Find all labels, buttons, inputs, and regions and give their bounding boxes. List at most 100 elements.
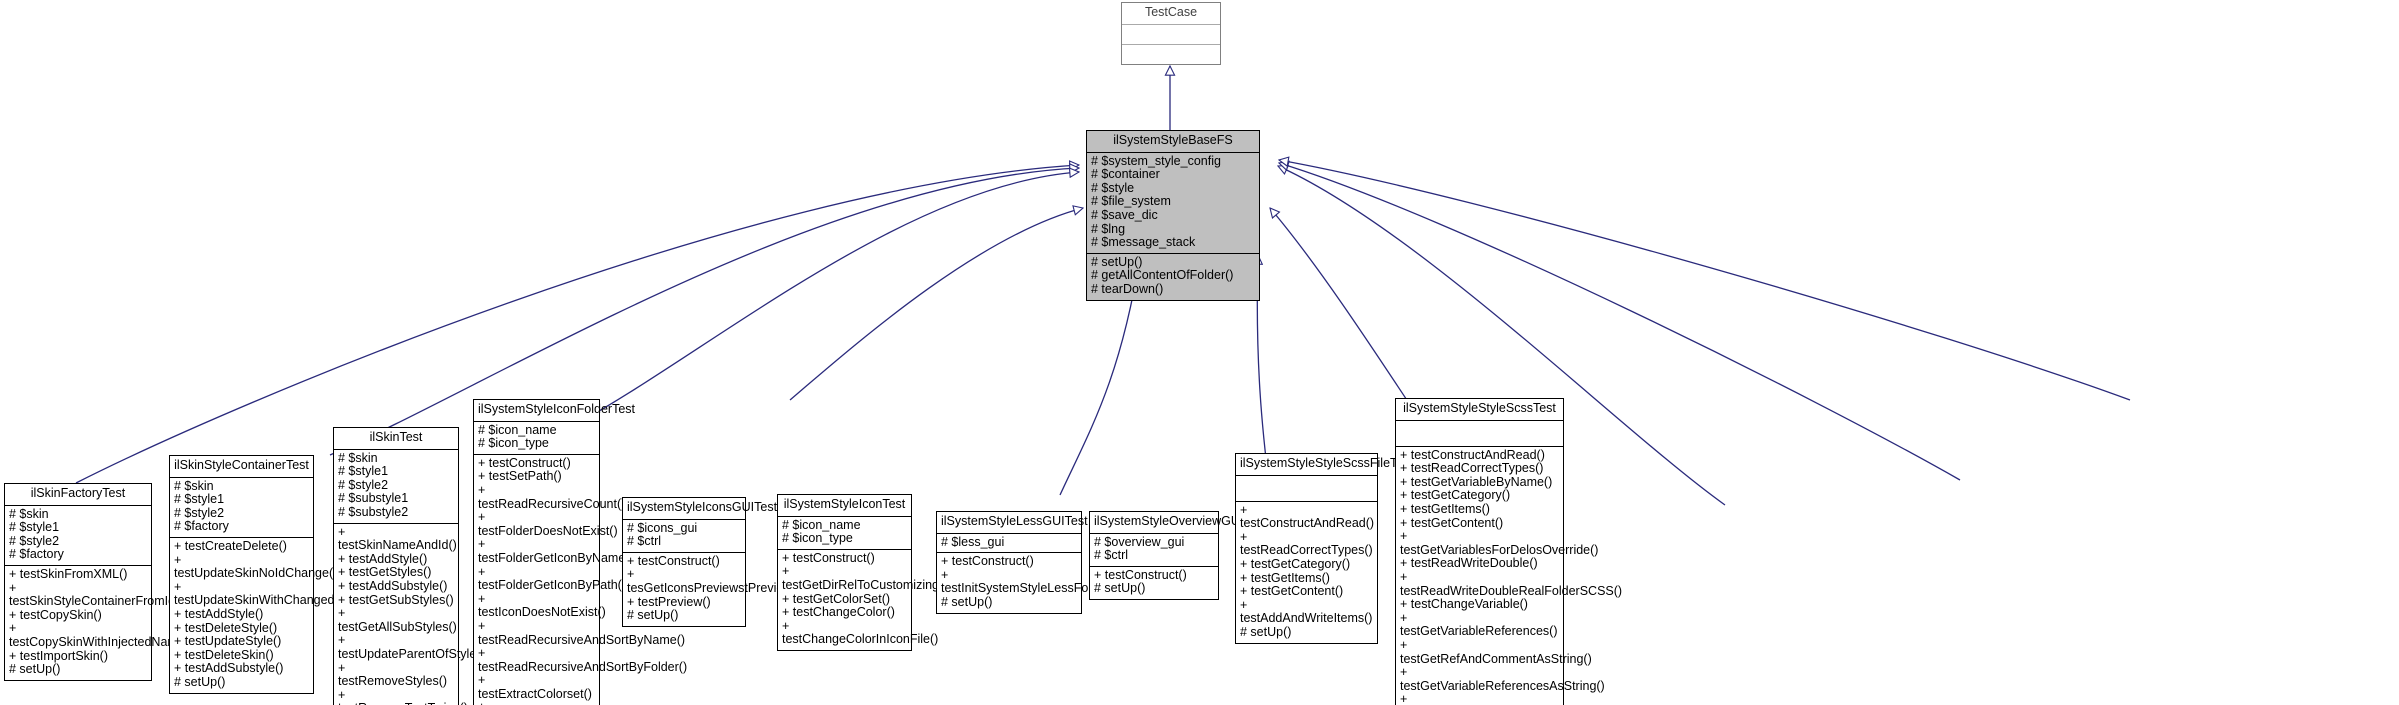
class-member: # $system_style_config <box>1091 153 1221 168</box>
class-box-icons-gui-test[interactable]: ilSystemStyleIconsGUITest # $icons_gui # … <box>622 497 801 627</box>
class-operations-icon-folder-test: + testConstruct()+ testSetPath()+ testRe… <box>474 455 688 705</box>
class-title-base: ilSystemStyleBaseFS <box>1113 133 1233 147</box>
class-title-less-gui-test: ilSystemStyleLessGUITest <box>941 514 1088 528</box>
class-member: + testCopySkinWithInjectedName() <box>9 621 194 649</box>
class-member: + testImportSkin() <box>9 648 108 663</box>
class-attributes-icon-test: # $icon_name# $icon_type <box>778 517 911 549</box>
class-member: # setUp() <box>1240 624 1292 639</box>
class-member: # setUp() <box>627 608 679 623</box>
class-member: # tearDown() <box>1091 281 1164 296</box>
class-member: + testSkinFromXML() <box>9 566 128 581</box>
class-attributes-overview-gui-test: # $overview_gui# $ctrl <box>1090 534 1218 566</box>
class-member: + testConstruct() <box>478 455 571 470</box>
class-box-less-gui-test[interactable]: ilSystemStyleLessGUITest # $less_gui + t… <box>936 511 1112 614</box>
class-member: + testConstructAndRead() <box>1240 502 1375 531</box>
divider <box>623 551 745 553</box>
class-member: + testReadWriteDouble() <box>1400 556 1538 571</box>
class-member: # $save_dic <box>1091 207 1158 222</box>
class-member: + testGetVariableReferences() <box>1400 610 1558 639</box>
divider <box>937 552 1081 554</box>
class-member: # $style2 <box>174 505 225 520</box>
class-member: + testReadCorrectTypes() <box>1400 461 1544 476</box>
edge-skincontainer-to-base <box>329 168 1079 456</box>
class-member: + testInitSystemStyleLessForm() <box>941 567 1112 596</box>
class-member: + testReadCorrectTypesEdgeCases() <box>1400 692 1408 705</box>
class-member: + testDeleteSkin() <box>174 647 274 662</box>
class-member: # $message_stack <box>1091 235 1196 250</box>
divider <box>1090 565 1218 567</box>
class-member: + testUpdateParentOfStyle() <box>338 633 485 661</box>
class-title-scss-test: ilSystemStyleStyleScssTest <box>1403 401 1556 415</box>
class-member: # $substyle2 <box>338 504 409 519</box>
class-box-testcase[interactable]: TestCase <box>1121 2 1221 65</box>
divider <box>1087 252 1259 254</box>
class-member: + testExtractColorset() <box>478 673 592 701</box>
class-attributes-skin-test: # $skin# $style1# $style2# $substyle1# $… <box>334 450 458 523</box>
class-member: # $factory <box>9 547 64 562</box>
class-member: # $lng <box>1091 221 1126 236</box>
class-member: # $overview_gui <box>1094 534 1185 549</box>
class-member: # setUp() <box>1091 254 1143 269</box>
class-attributes-less-gui-test: # $less_gui <box>937 534 1081 553</box>
class-member: # $style1 <box>9 520 60 535</box>
class-member: # $style1 <box>338 464 389 479</box>
class-operations-less-gui-test: + testConstruct()+ testInitSystemStyleLe… <box>937 553 1112 612</box>
class-attributes-skin-factory-test: # $skin# $style1# $style2# $factory <box>5 506 151 565</box>
class-member: + testGetStyles() <box>338 565 432 580</box>
class-box-scss-test[interactable]: ilSystemStyleStyleScssTest + testConstru… <box>1395 398 1622 705</box>
class-attributes-icon-folder-test: # $icon_name# $icon_type <box>474 422 599 454</box>
class-box-icon-test[interactable]: ilSystemStyleIconTest # $icon_name# $ico… <box>777 494 947 651</box>
divider <box>1122 23 1220 25</box>
class-member: + testGetVariableByName() <box>1400 474 1553 489</box>
class-member: # $substyle1 <box>338 491 409 506</box>
class-member: + testReadRecursiveAndSortByFolder() <box>478 646 688 674</box>
class-attributes-testcase <box>1122 25 1220 44</box>
class-title-scss-file-test: ilSystemStyleStyleScssFileTest <box>1240 456 1413 470</box>
class-box-skin-factory-test[interactable]: ilSkinFactoryTest # $skin# $style1# $sty… <box>4 483 194 681</box>
class-title-icon-test: ilSystemStyleIconTest <box>783 497 906 511</box>
class-member: + testExtractChangeColors() <box>478 701 595 705</box>
class-box-skin-test[interactable]: ilSkinTest # $skin# $style1# $style2# $s… <box>333 427 485 705</box>
edge-skintest-to-base <box>564 172 1079 431</box>
class-member: # $skin <box>9 506 49 521</box>
class-member: # $style2 <box>9 533 60 548</box>
class-title-skin-factory-test: ilSkinFactoryTest <box>30 486 126 500</box>
class-member: + testGetAllSubStyles() <box>338 606 457 634</box>
class-box-scss-file-test[interactable]: ilSystemStyleStyleScssFileTest + testCon… <box>1235 453 1413 644</box>
divider <box>474 453 599 455</box>
class-member: + testAddSubstyle() <box>338 578 448 593</box>
class-operations-skin-factory-test: + testSkinFromXML()+ testSkinStyleContai… <box>5 566 194 680</box>
class-member: + testIconDoesNotExist() <box>478 591 606 620</box>
class-attributes-skin-style-container-test: # $skin# $style1# $style2# $factory <box>170 478 313 537</box>
class-member: # $skin <box>174 478 214 493</box>
class-attributes-scss-test <box>1396 421 1563 446</box>
class-member: # setUp() <box>9 662 61 677</box>
class-member: # $icon_name <box>478 422 557 437</box>
class-member: + testChangeColorInIconFile() <box>782 618 939 647</box>
class-member: + testGetVariablesForDelosOverride() <box>1400 529 1599 557</box>
class-operations-scss-test: + testConstructAndRead()+ testReadCorrec… <box>1396 447 1622 705</box>
class-member: + testChangeColor() <box>782 605 895 620</box>
class-member: # $container <box>1091 167 1160 182</box>
class-member: # $icons_gui <box>627 520 698 535</box>
class-member: + testPreview() <box>627 594 711 609</box>
class-title-icons-gui-test: ilSystemStyleIconsGUITest <box>627 500 778 514</box>
class-member: + testGetSubStyles() <box>338 592 454 607</box>
class-member: # $icon_name <box>782 517 861 532</box>
divider <box>334 448 458 450</box>
class-member: + testChangeVariable() <box>1400 597 1528 612</box>
class-member: + testAddStyle() <box>338 551 428 566</box>
divider <box>474 420 599 422</box>
class-box-icon-folder-test[interactable]: ilSystemStyleIconFolderTest # $icon_name… <box>473 399 688 705</box>
divider <box>170 476 313 478</box>
class-box-base[interactable]: ilSystemStyleBaseFS # $system_style_conf… <box>1086 130 1260 301</box>
edge-iconfolder-to-base <box>789 208 1083 401</box>
class-member: + testConstruct() <box>782 550 875 565</box>
class-member: + testUpdateSkinNoIdChange() <box>174 552 338 581</box>
class-box-overview-gui-test[interactable]: ilSystemStyleOverviewGUITest # $overview… <box>1089 511 1266 600</box>
class-member: # $icon_type <box>782 531 853 546</box>
divider <box>170 536 313 538</box>
class-member: + testAddAndWriteItems() <box>1240 597 1373 626</box>
class-member: # setUp() <box>941 594 993 609</box>
class-box-skin-style-container-test[interactable]: ilSkinStyleContainerTest # $skin# $style… <box>169 455 355 694</box>
